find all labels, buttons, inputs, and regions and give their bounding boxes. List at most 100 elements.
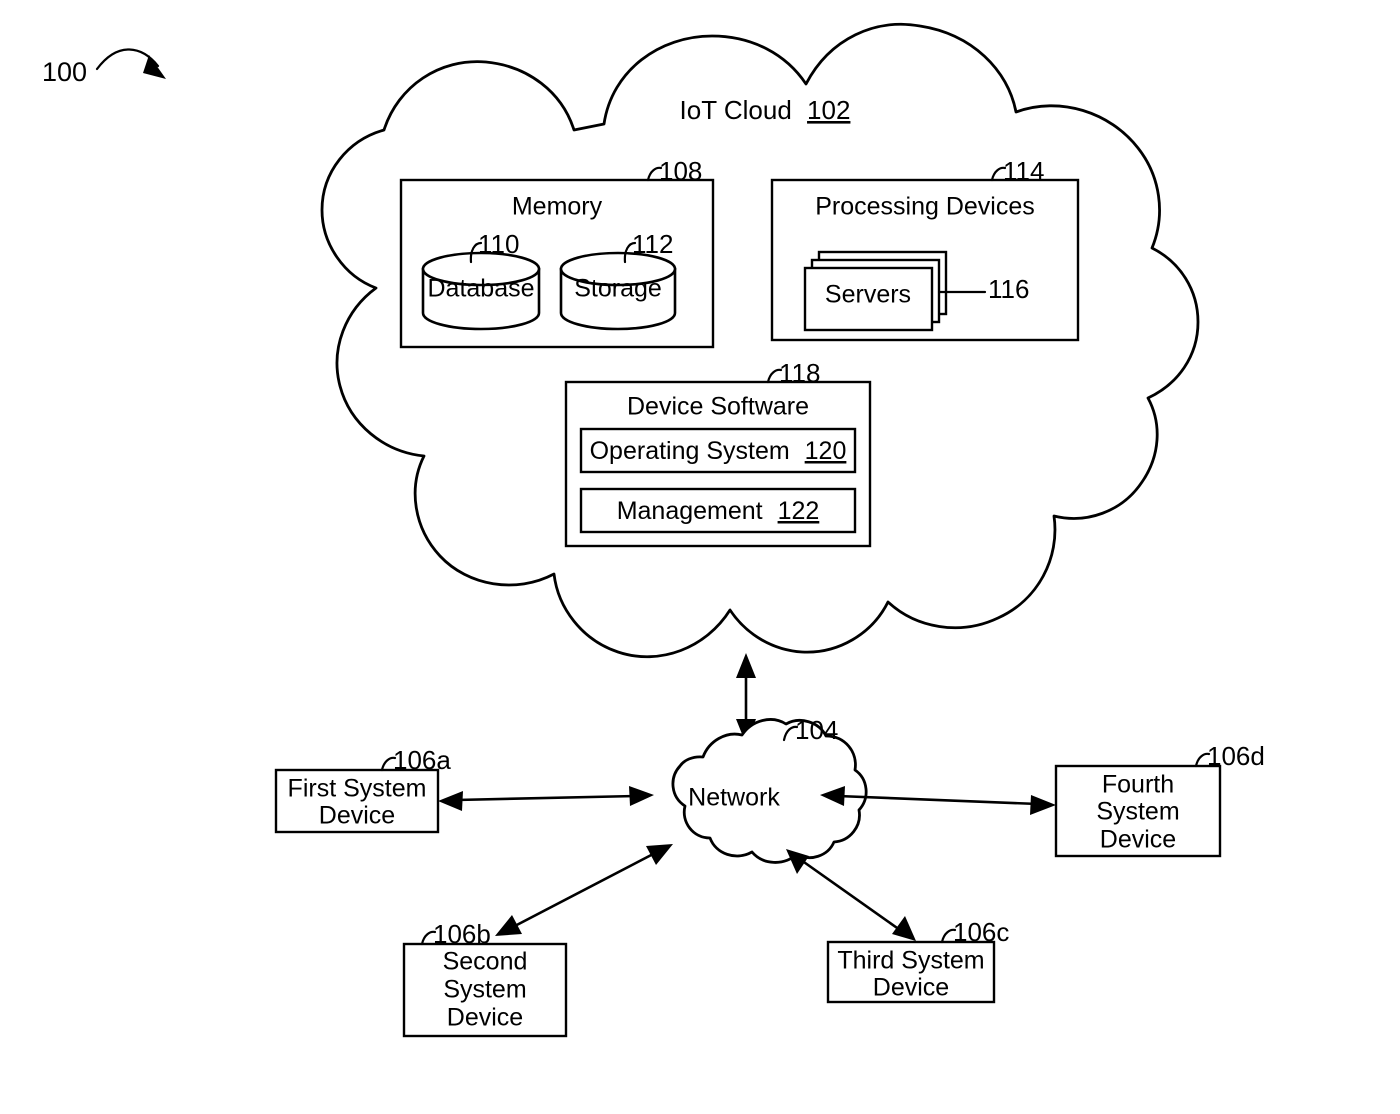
second-system-device-ref-callout: 106b (420, 919, 491, 949)
storage-cylinder-top (559, 251, 677, 287)
third-system-device-box (826, 940, 996, 1004)
management-label: Management (617, 497, 763, 525)
storage-label: Storage (574, 275, 662, 303)
first-system-device-ref-callout: 106a (380, 745, 451, 775)
storage-ref-label: 112 (632, 229, 673, 259)
second-system-device-ref-label: 106b (433, 919, 491, 949)
fourth-system-device-line-1: Fourth (1102, 771, 1174, 799)
management-ref: 122 (778, 497, 820, 525)
memory-ref-callout: 108 (646, 156, 702, 186)
first-system-device-line-2: Device (319, 802, 395, 830)
servers-card-front (803, 266, 934, 332)
fourth-device-arrowhead-right (1030, 795, 1056, 815)
figure-number-leader (95, 48, 160, 71)
third-system-device-group: Third System Device 106c (786, 849, 1009, 1004)
network-ref-label: 104 (795, 715, 838, 745)
first-device-network-link (438, 786, 654, 811)
network-cloud-outline (671, 718, 868, 864)
database-cylinder-group: Database 110 (421, 229, 541, 331)
second-system-device-box (402, 942, 568, 1038)
third-system-device-line-1: Third System (837, 947, 984, 975)
processing-devices-ref-leader (990, 166, 1007, 182)
memory-ref-leader (646, 166, 663, 182)
network-ref-leader (782, 725, 799, 742)
storage-ref-callout: 112 (623, 229, 673, 264)
device-software-ref-callout: 118 (766, 358, 820, 388)
second-system-device-line-1: Second (443, 948, 528, 976)
fourth-system-device-group: Fourth System Device 106d (820, 741, 1265, 858)
figure-number-arrowhead (143, 55, 166, 79)
first-system-device-ref-leader (380, 756, 397, 772)
management-row: Management 122 (579, 487, 857, 534)
servers-stack-group: Servers 116 (803, 250, 1029, 332)
storage-ref-leader (623, 241, 637, 264)
operating-system-box (579, 427, 857, 474)
third-device-arrowhead-up (786, 849, 809, 874)
iot-cloud-ref: 102 (807, 95, 850, 125)
operating-system-label: Operating System (590, 437, 790, 465)
figure-number-callout: 100 (42, 48, 166, 87)
first-system-device-box (274, 768, 440, 834)
processing-devices-ref-label: 114 (1003, 156, 1044, 186)
iot-cloud-title: IoT Cloud 102 (680, 95, 851, 125)
fourth-system-device-ref-leader (1194, 752, 1211, 768)
first-system-device-ref-label: 106a (393, 745, 451, 775)
device-software-ref-leader (766, 368, 783, 384)
operating-system-text: Operating System 120 (590, 437, 847, 465)
network-label: Network (688, 784, 780, 812)
fourth-system-device-ref-callout: 106d (1194, 741, 1265, 771)
fourth-system-device-line-3: Device (1100, 826, 1176, 854)
management-text: Management 122 (617, 497, 820, 525)
database-ref-label: 110 (478, 229, 519, 259)
fourth-device-arrowhead-left (820, 786, 845, 806)
device-software-title: Device Software (627, 393, 809, 421)
processing-devices-ref-callout: 114 (990, 156, 1044, 186)
first-device-network-line (455, 794, 637, 802)
database-cylinder-top (421, 251, 541, 287)
device-software-block: Device Software 118 Operating System 120… (564, 358, 872, 548)
second-device-arrowhead-down (495, 915, 522, 936)
operating-system-ref: 120 (805, 437, 847, 465)
management-box (579, 487, 857, 534)
third-device-network-line (800, 858, 901, 932)
figure-number-label: 100 (42, 57, 87, 87)
database-ref-leader (469, 241, 483, 264)
cloud-network-arrowhead-up (736, 653, 756, 678)
second-system-device-ref-leader (420, 930, 437, 946)
second-system-device-group: Second System Device 106b (402, 844, 673, 1038)
fourth-device-network-link (820, 786, 1056, 815)
first-system-device-line-1: First System (288, 775, 427, 803)
third-device-network-link (786, 849, 916, 941)
servers-label: Servers (825, 281, 911, 309)
third-system-device-ref-leader (940, 928, 957, 944)
network-ref-callout: 104 (782, 715, 838, 745)
fourth-device-network-line (837, 794, 1039, 806)
fourth-system-device-box (1054, 764, 1222, 858)
memory-ref-label: 108 (659, 156, 702, 186)
network-cloud: Network 104 (671, 715, 868, 864)
database-label: Database (427, 275, 534, 303)
first-device-arrowhead-right (629, 786, 654, 806)
fourth-system-device-line-2: System (1096, 798, 1179, 826)
processing-devices-title: Processing Devices (815, 193, 1035, 221)
second-device-network-link (495, 844, 673, 936)
database-ref-callout: 110 (469, 229, 519, 264)
iot-cloud-title-text: IoT Cloud (680, 95, 792, 125)
third-device-arrowhead-down (892, 916, 916, 941)
third-system-device-ref-label: 106c (953, 917, 1009, 947)
second-system-device-line-2: System (443, 976, 526, 1004)
first-device-arrowhead-left (438, 791, 463, 811)
processing-devices-block: Processing Devices 114 Servers 116 (770, 156, 1080, 342)
device-software-ref-label: 118 (779, 358, 820, 388)
second-device-network-line (510, 850, 658, 930)
servers-ref-label: 116 (988, 274, 1029, 304)
fourth-system-device-ref-label: 106d (1207, 741, 1265, 771)
first-system-device-group: First System Device 106a (274, 745, 654, 834)
operating-system-row: Operating System 120 (579, 427, 857, 474)
storage-cylinder-group: Storage 112 (559, 229, 677, 331)
second-device-arrowhead-up (646, 844, 673, 865)
memory-title: Memory (512, 193, 603, 221)
memory-block: Memory 108 Database 110 Storage (399, 156, 715, 349)
